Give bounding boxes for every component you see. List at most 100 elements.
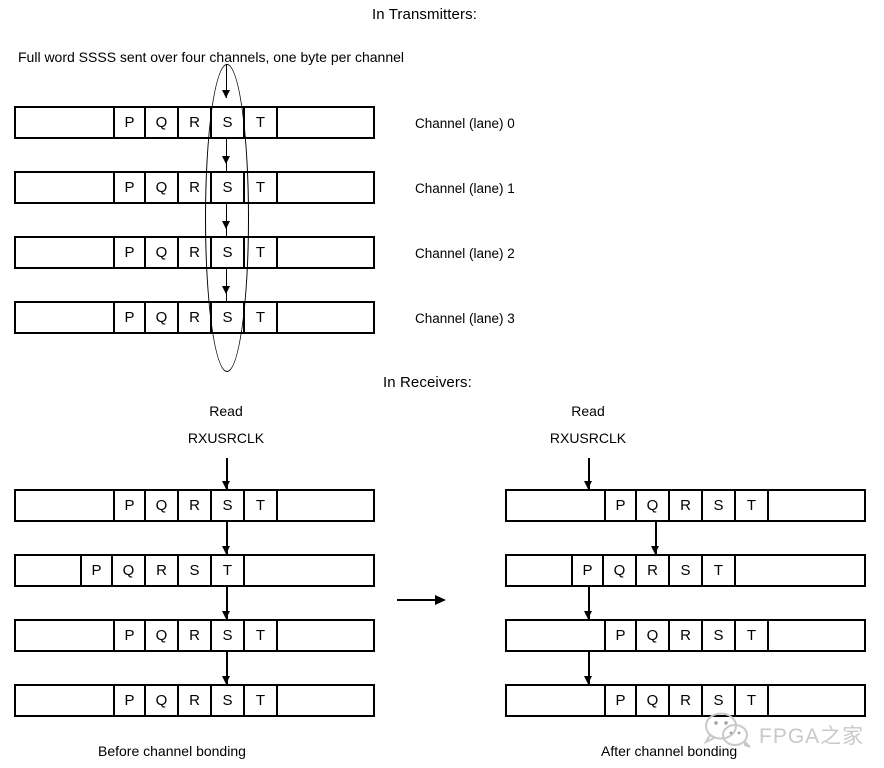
- rx-byte-cell: T: [245, 686, 278, 715]
- tx-byte-cell: T: [245, 108, 278, 137]
- tx-byte-cell: R: [179, 303, 212, 332]
- rx-byte-cell: S: [670, 556, 703, 585]
- before-clock-arrow-shaft: [226, 458, 228, 489]
- tx-byte-cell: T: [245, 173, 278, 202]
- rx-byte-cell: Q: [146, 491, 179, 520]
- before-channel-bonding-caption: Before channel bonding: [98, 743, 246, 759]
- tx-byte-cell: P: [113, 238, 146, 267]
- before-sample-arrow-shaft: [226, 522, 228, 554]
- after-clock-label-line2: RXUSRCLK: [549, 430, 627, 446]
- rx-byte-cell-sampled: R: [637, 556, 670, 585]
- tx-lane-label-0: Channel (lane) 0: [415, 116, 515, 131]
- before-sample-arrow-head: [222, 676, 230, 684]
- after-channel-bonding-caption: After channel bonding: [601, 743, 738, 759]
- rx-byte-cell: R: [179, 491, 212, 520]
- rx-byte-cell: Q: [113, 556, 146, 585]
- transition-arrow-shaft: [397, 599, 437, 601]
- after-sample-arrow-head: [584, 676, 592, 684]
- s-column-ellipse: [205, 64, 249, 372]
- after-clock-arrow-shaft: [588, 458, 590, 489]
- tx-flow-arrow-head: [222, 286, 230, 294]
- tx-lane-bar-1: P Q R S T: [14, 171, 375, 204]
- tx-lane-label-1: Channel (lane) 1: [415, 181, 515, 196]
- rx-byte-cell: P: [571, 556, 604, 585]
- tx-byte-cell: R: [179, 108, 212, 137]
- tx-flow-arrow-shaft: [226, 204, 227, 236]
- rx-byte-cell: T: [736, 491, 769, 520]
- tx-byte-cell: Q: [146, 238, 179, 267]
- before-sample-arrow-shaft: [226, 587, 228, 619]
- tx-byte-cell: P: [113, 173, 146, 202]
- rx-byte-cell: T: [736, 621, 769, 650]
- tx-byte-cell: T: [245, 303, 278, 332]
- rx-byte-cell: Q: [637, 686, 670, 715]
- rx-byte-cell: S: [179, 556, 212, 585]
- tx-byte-cell: Q: [146, 303, 179, 332]
- rx-byte-cell: P: [604, 491, 637, 520]
- rx-byte-cell: Q: [637, 491, 670, 520]
- tx-flow-arrow-head: [222, 221, 230, 229]
- after-clock-arrow-head: [584, 481, 592, 489]
- rx-byte-cell: P: [113, 491, 146, 520]
- tx-flow-arrow-shaft: [226, 64, 227, 98]
- rx-byte-cell-sampled: R: [670, 491, 703, 520]
- after-sample-arrow-shaft: [588, 587, 590, 619]
- rx-byte-cell: R: [146, 556, 179, 585]
- rx-after-lane-bar-1: P Q R S T: [505, 554, 866, 587]
- rx-byte-cell: R: [179, 686, 212, 715]
- watermark-text: FPGA之家: [759, 725, 865, 748]
- tx-flow-arrow-head: [222, 90, 230, 98]
- watermark: FPGA之家: [703, 712, 883, 756]
- tx-lane-bar-3: P Q R S T: [14, 301, 375, 334]
- rx-byte-cell: P: [604, 621, 637, 650]
- rx-byte-cell: P: [113, 686, 146, 715]
- rx-byte-cell-sampled: S: [212, 686, 245, 715]
- after-sample-arrow-head: [584, 611, 592, 619]
- rx-after-lane-bar-0: P Q R S T: [505, 489, 866, 522]
- tx-byte-cell: Q: [146, 173, 179, 202]
- transmitters-title: In Transmitters:: [372, 6, 477, 23]
- tx-flow-arrow-shaft: [226, 269, 227, 301]
- rx-before-lane-bar-2: P Q R S T: [14, 619, 375, 652]
- rx-before-lane-bar-0: P Q R S T: [14, 489, 375, 522]
- rx-byte-cell: P: [604, 686, 637, 715]
- rx-byte-cell: S: [703, 621, 736, 650]
- rx-byte-cell-sampled: S: [212, 621, 245, 650]
- rx-before-lane-bar-3: P Q R S T: [14, 684, 375, 717]
- before-sample-arrow-shaft: [226, 652, 228, 684]
- rx-byte-cell: S: [703, 686, 736, 715]
- tx-flow-arrow-head: [222, 156, 230, 164]
- before-clock-label-line1: Read: [209, 403, 243, 419]
- before-sample-arrow-head: [222, 611, 230, 619]
- rx-byte-cell-sampled: T: [212, 556, 245, 585]
- tx-byte-cell: P: [113, 303, 146, 332]
- rx-byte-cell: P: [80, 556, 113, 585]
- rx-byte-cell-sampled: R: [670, 686, 703, 715]
- tx-byte-cell: P: [113, 108, 146, 137]
- tx-byte-cell: Q: [146, 108, 179, 137]
- rx-byte-cell: S: [703, 491, 736, 520]
- wechat-icon: [703, 712, 751, 748]
- after-sample-arrow-shaft: [655, 522, 657, 554]
- before-clock-arrow-head: [222, 481, 230, 489]
- receivers-title: In Receivers:: [383, 374, 472, 391]
- before-sample-arrow-head: [222, 546, 230, 554]
- tx-lane-bar-0: P Q R S T: [14, 106, 375, 139]
- tx-lane-label-2: Channel (lane) 2: [415, 246, 515, 261]
- rx-before-lane-bar-1: P Q R S T: [14, 554, 375, 587]
- rx-byte-cell: T: [245, 491, 278, 520]
- rx-byte-cell: Q: [637, 621, 670, 650]
- rx-after-lane-bar-3: P Q R S T: [505, 684, 866, 717]
- rx-byte-cell-sampled: R: [670, 621, 703, 650]
- tx-byte-cell: T: [245, 238, 278, 267]
- rx-byte-cell-sampled: S: [212, 491, 245, 520]
- transition-arrow-head: [435, 595, 446, 605]
- rx-byte-cell: P: [113, 621, 146, 650]
- tx-flow-arrow-shaft: [226, 139, 227, 171]
- after-clock-label-line1: Read: [571, 403, 605, 419]
- rx-byte-cell: T: [736, 686, 769, 715]
- rx-byte-cell: T: [703, 556, 736, 585]
- rx-byte-cell: R: [179, 621, 212, 650]
- transmitters-caption: Full word SSSS sent over four channels, …: [18, 49, 404, 65]
- after-sample-arrow-head: [651, 546, 659, 554]
